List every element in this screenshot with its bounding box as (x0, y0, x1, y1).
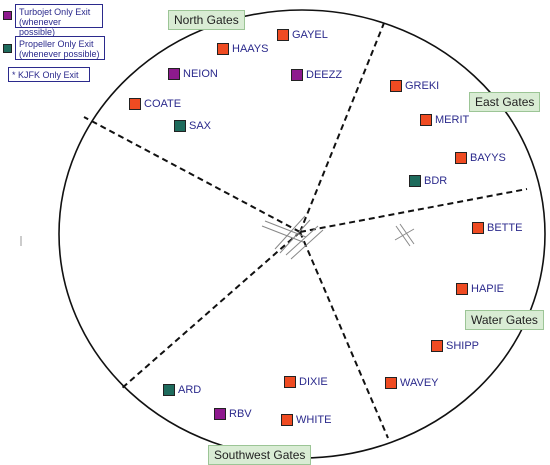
turbojet-legend-swatch (3, 11, 12, 20)
jet-exit-marker (284, 376, 296, 388)
turbojet-exit-marker (214, 408, 226, 420)
jet-exit-marker (455, 152, 467, 164)
fix-label: RBV (229, 408, 252, 420)
fix-label: DEEZZ (306, 69, 343, 81)
fix-label: HAPIE (471, 283, 505, 295)
fix-label: BDR (424, 175, 448, 187)
propeller-exit-marker (163, 384, 175, 396)
turbojet-legend-text: Turbojet Only Exit (whenever possible) (19, 7, 91, 37)
fix-label: ARD (178, 384, 202, 396)
runway-symbol-jfk (261, 215, 324, 260)
divider-water-southwest (299, 231, 389, 439)
fix-label: DIXIE (299, 376, 328, 388)
propeller-exit-marker (409, 175, 421, 187)
fix-label: BAYYS (470, 152, 506, 164)
jet-exit-marker (472, 222, 484, 234)
fix-label: HAAYS (232, 43, 269, 55)
jet-exit-marker (431, 340, 443, 352)
fix-label: GAYEL (292, 29, 328, 41)
fix-label: SHIPP (446, 340, 480, 352)
sector-dividers (83, 22, 528, 439)
fix-label: WHITE (296, 414, 332, 426)
divider-southwest-west (120, 231, 301, 390)
north-gates-label: North Gates (168, 10, 245, 30)
turbojet-exit-marker (291, 69, 303, 81)
fix-label: WAVEY (400, 377, 439, 389)
fix-label: BETTE (487, 222, 523, 234)
turbojet-legend: Turbojet Only Exit (whenever possible) (15, 4, 103, 37)
divider-west-north (83, 116, 301, 233)
jet-exit-marker (281, 414, 293, 426)
kjfk-legend: * KJFK Only Exit (8, 67, 90, 82)
southwest-gates-label: Southwest Gates (208, 445, 312, 465)
jet-exit-marker (129, 98, 141, 110)
water-gates-label: Water Gates (465, 310, 544, 330)
jet-exit-marker (277, 29, 289, 41)
propeller-legend-swatch (3, 44, 12, 53)
jet-exit-marker (390, 80, 402, 92)
runway-symbol-secondary (394, 223, 415, 247)
fix-label: NEION (183, 68, 218, 80)
kjfk-legend-text: * KJFK Only Exit (12, 70, 79, 80)
jet-exit-marker (456, 283, 468, 295)
turbojet-exit-marker (168, 68, 180, 80)
jet-exit-marker (217, 43, 229, 55)
fix-label: MERIT (435, 114, 470, 126)
jet-exit-marker (385, 377, 397, 389)
fix-label: SAX (189, 120, 212, 132)
propeller-legend-text: Propeller Only Exit (whenever possible) (19, 39, 100, 59)
propeller-legend: Propeller Only Exit (whenever possible) (15, 36, 105, 60)
divider-north-east (299, 22, 385, 233)
fix-label: GREKI (405, 80, 440, 92)
east-gates-label: East Gates (469, 92, 541, 112)
jet-exit-marker (420, 114, 432, 126)
propeller-exit-marker (174, 120, 186, 132)
divider-east-water (299, 188, 528, 233)
fix-label: COATE (144, 98, 182, 110)
